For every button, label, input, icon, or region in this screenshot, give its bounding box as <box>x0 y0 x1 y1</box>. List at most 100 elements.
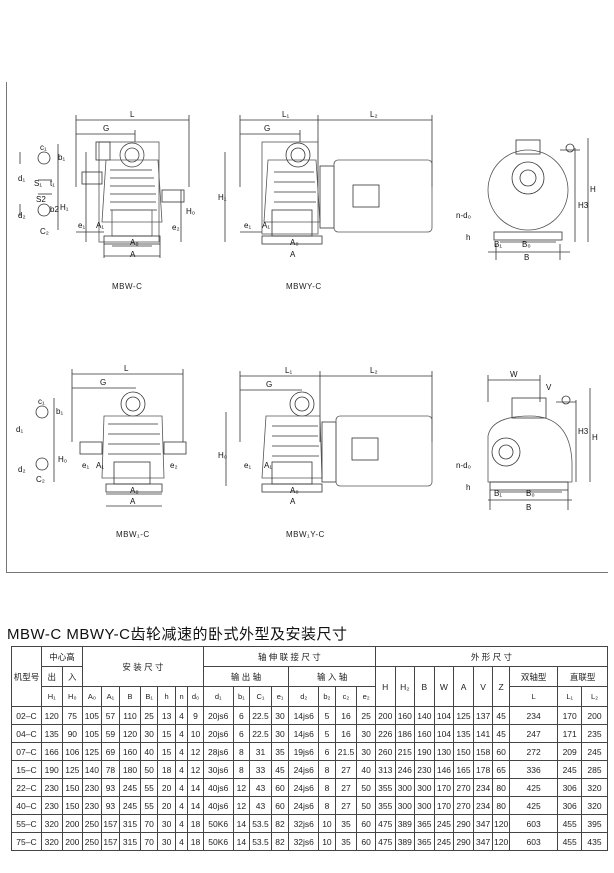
value-cell: 157 <box>100 832 121 851</box>
value-cell: 160 <box>394 706 416 725</box>
header-H: H <box>374 666 396 707</box>
value-cell: 300 <box>414 778 435 797</box>
label-H0-5: H₀ <box>218 451 227 460</box>
value-cell: 347 <box>472 814 494 833</box>
value-cell: 45 <box>492 724 510 743</box>
value-cell: 165 <box>453 760 474 779</box>
header-c2: c₂ <box>334 686 358 707</box>
label-B0: B₀ <box>522 240 531 249</box>
value-cell: 10 <box>318 832 336 851</box>
value-cell: 120 <box>492 832 510 851</box>
model-cell: 04–C <box>11 724 42 743</box>
header-n: n <box>174 686 189 707</box>
value-cell: 12 <box>232 796 251 815</box>
value-cell: 137 <box>472 706 494 725</box>
value-cell: 69 <box>100 742 121 761</box>
header-B1: B₁ <box>139 686 159 707</box>
value-cell: 14 <box>187 796 204 815</box>
value-cell: 4 <box>174 832 189 851</box>
value-cell: 106 <box>61 742 84 761</box>
value-cell: 320 <box>581 796 608 815</box>
label-d1: d₁ <box>18 174 25 183</box>
label-A: A <box>130 250 136 259</box>
value-cell: 104 <box>433 706 455 725</box>
value-cell: 120 <box>40 706 63 725</box>
value-cell: 4 <box>174 814 189 833</box>
value-cell: 14 <box>232 814 251 833</box>
value-cell: 226 <box>374 724 396 743</box>
value-cell: 320 <box>40 814 63 833</box>
header-e1: e₁ <box>270 686 290 707</box>
label-A1: A₁ <box>96 221 104 230</box>
value-cell: 5 <box>318 724 336 743</box>
value-cell: 455 <box>557 832 583 851</box>
value-cell: 230 <box>82 796 102 815</box>
label-c1-4: c₁ <box>38 397 45 406</box>
value-cell: 171 <box>557 724 583 743</box>
value-cell: 19js6 <box>288 742 320 761</box>
header-center-height: 中心高 <box>40 646 84 667</box>
value-cell: 245 <box>119 796 141 815</box>
value-cell: 141 <box>472 724 494 743</box>
value-cell: 65 <box>492 760 510 779</box>
value-cell: 150 <box>453 742 474 761</box>
value-cell: 60 <box>270 796 290 815</box>
value-cell: 285 <box>581 760 608 779</box>
value-cell: 245 <box>433 832 455 851</box>
value-cell: 24js6 <box>288 796 320 815</box>
view-side-top <box>487 138 589 260</box>
view-side-bottom <box>487 375 591 510</box>
value-cell: 20js6 <box>202 724 234 743</box>
value-cell: 50 <box>356 778 376 797</box>
view-mbwy-c <box>224 115 433 245</box>
header-H1: H₁ <box>40 686 63 707</box>
value-cell: 60 <box>270 778 290 797</box>
value-cell: 8 <box>232 760 251 779</box>
label-H0-4: H₀ <box>58 455 67 464</box>
header-A-outline: A <box>453 666 474 707</box>
page-title: MBW-C MBWY-C齿轮减速的卧式外型及安装尺寸 <box>7 626 348 643</box>
label-d2-4: d₂ <box>18 465 26 474</box>
value-cell: 230 <box>82 778 102 797</box>
caption-mbw1y-c: MBW₁Y-C <box>286 530 325 539</box>
model-cell: 07–C <box>11 742 42 761</box>
header-d0: d₀ <box>187 686 204 707</box>
value-cell: 355 <box>374 796 396 815</box>
header-e2: e₂ <box>356 686 376 707</box>
value-cell: 30 <box>356 724 376 743</box>
value-cell: 12 <box>232 778 251 797</box>
value-cell: 78 <box>100 760 121 779</box>
value-cell: 270 <box>453 796 474 815</box>
value-cell: 32js6 <box>288 832 320 851</box>
value-cell: 320 <box>40 832 63 851</box>
value-cell: 140 <box>414 706 435 725</box>
value-cell: 158 <box>472 742 494 761</box>
label-A1-2: A₁ <box>262 221 270 230</box>
label-B: B <box>524 253 529 262</box>
view-mbw1-c <box>35 369 187 507</box>
value-cell: 347 <box>472 832 494 851</box>
label-H1-2: H₁ <box>218 193 227 202</box>
value-cell: 120 <box>492 814 510 833</box>
label-H1: H₁ <box>60 203 69 212</box>
header-in: 入 <box>61 666 84 687</box>
header-mount: 安 装 尺 寸 <box>82 646 204 687</box>
label-e1-4: e₁ <box>82 461 89 470</box>
model-cell: 40–C <box>11 796 42 815</box>
value-cell: 22.5 <box>249 706 272 725</box>
value-cell: 82 <box>270 814 290 833</box>
value-cell: 55 <box>139 796 159 815</box>
value-cell: 8 <box>318 760 336 779</box>
header-b2: b₂ <box>318 686 336 707</box>
value-cell: 50K6 <box>202 814 234 833</box>
value-cell: 50 <box>356 796 376 815</box>
label-B0-6: B₀ <box>526 489 535 498</box>
value-cell: 12 <box>187 760 204 779</box>
label-A0-2: A₀ <box>290 238 299 247</box>
header-W: W <box>433 666 455 707</box>
label-L1-5: L₁ <box>285 366 292 375</box>
value-cell: 13 <box>157 706 176 725</box>
value-cell: 40js6 <box>202 796 234 815</box>
